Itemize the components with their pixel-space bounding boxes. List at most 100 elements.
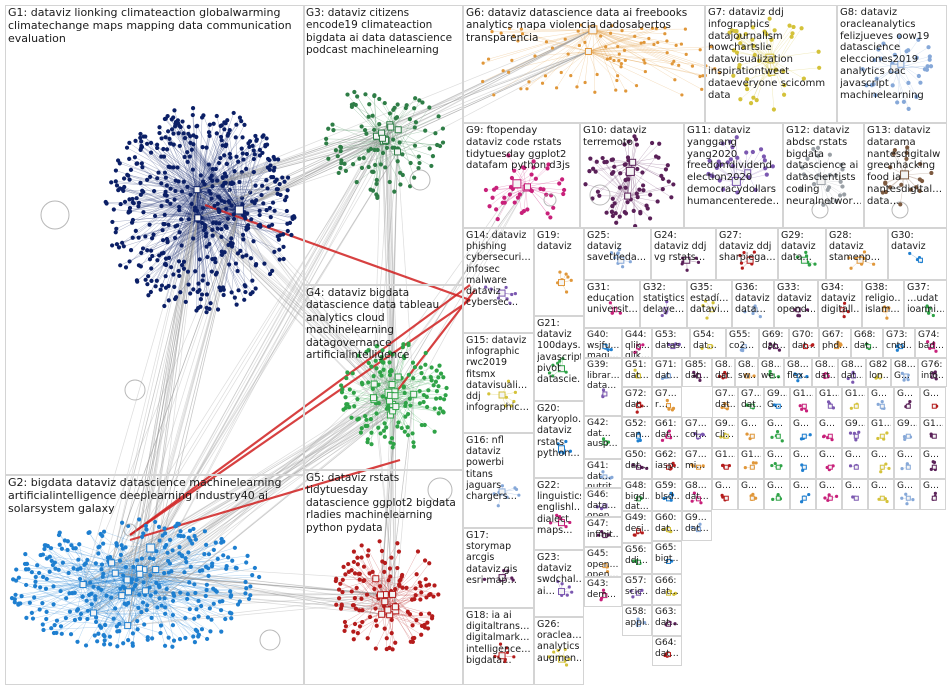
edge-g1: [124, 186, 198, 219]
node-g1: [276, 157, 281, 162]
node-g1: [204, 292, 210, 297]
group-label-g10: G10: dataviz terremoto: [583, 125, 647, 148]
edge-g2: [40, 554, 140, 569]
edge-g6: [513, 35, 589, 52]
edge-g2: [121, 568, 209, 596]
edge-g7: [752, 27, 771, 59]
node-g1: [128, 247, 134, 253]
edge-g1: [135, 189, 198, 232]
edge-g1-g4: [197, 217, 375, 400]
edge-g1: [197, 169, 270, 219]
edge-g1: [159, 209, 240, 256]
group-label-g90: G9… cli…: [715, 419, 735, 440]
edge-g1: [130, 189, 198, 251]
edge-g1: [196, 138, 267, 190]
edge-g2: [127, 579, 214, 589]
edge-g1-g4: [196, 189, 396, 396]
edge-g5: [354, 573, 393, 595]
edge-g10: [585, 183, 628, 197]
edge-g7: [733, 59, 772, 77]
edge-g1-g2: [128, 217, 199, 592]
edge-g3-g4: [381, 133, 391, 416]
edge-g1: [154, 190, 240, 211]
edge-g1: [115, 181, 198, 190]
edge-g2: [127, 547, 166, 626]
group-panel-g29: G29: dataviz data…: [778, 228, 826, 280]
edge-g2-g3: [150, 124, 391, 549]
edge-g5: [384, 593, 431, 602]
edge-g1-g2: [155, 209, 240, 570]
edge-g1: [196, 126, 199, 218]
edge-g6: [592, 29, 701, 77]
edge-g1: [162, 217, 198, 241]
edge-g2-g4: [128, 404, 393, 593]
group-label-g79: G7… mi…: [685, 450, 707, 471]
group-label-g65: G65: bigt…: [655, 543, 679, 564]
edge-g2-g4: [150, 414, 391, 549]
edge-g2: [74, 591, 129, 594]
edge-g1-g3: [196, 129, 399, 191]
edge-g3-g6: [398, 51, 589, 131]
edge-g1: [197, 217, 204, 276]
edge-g2: [25, 553, 128, 626]
edge-g1: [149, 209, 240, 260]
group-label-g105: G9…: [897, 419, 917, 429]
group-panel-g7: G7: dataviz ddj infographics datajournal…: [705, 5, 837, 123]
edge-g1: [196, 189, 293, 220]
edge-g1-g3: [239, 137, 383, 211]
edge-g1: [196, 189, 209, 284]
edge-g1: [116, 217, 198, 245]
group-label-g100: G…: [767, 419, 783, 429]
group-label-g67: G67: phd…: [822, 330, 848, 351]
group-label-g41: G41: dat… nutrit…: [587, 461, 619, 488]
edge-g2: [91, 569, 145, 605]
group-panel-g42: G42: dat… ausp…: [584, 416, 622, 459]
group-panel-g53: G53: datas…: [652, 328, 690, 358]
edge-g9: [508, 155, 528, 187]
edge-g6: [546, 29, 593, 43]
edge-g1: [138, 189, 198, 238]
edge-g3-g4: [389, 151, 398, 401]
edge-g1: [197, 217, 249, 226]
edge-g4-g5: [387, 395, 396, 611]
edge-g11: [736, 156, 765, 182]
group-panel-g34: G34: dataviz digitall…: [818, 280, 862, 328]
edge-g1: [141, 163, 198, 219]
edge-g1: [129, 189, 198, 212]
edge-g6: [588, 51, 673, 65]
edge-g6: [588, 28, 653, 52]
edge-g2: [93, 552, 189, 614]
edge-g1: [197, 217, 224, 288]
group-panel-g24: G24: dataviz ddj vg rstats…: [651, 228, 716, 280]
edge-g1: [196, 144, 268, 190]
group-label-g39: G39: librar… data…: [587, 360, 619, 392]
edge-g1: [197, 183, 230, 219]
edge-g1: [164, 194, 198, 219]
group-panel-g92: G9… G…: [764, 387, 790, 418]
edge-g2: [82, 584, 118, 627]
edge-g2: [121, 595, 220, 602]
group-panel-g65: G65: bigt…: [652, 541, 682, 574]
edge-g4: [343, 404, 393, 410]
edge-g5: [384, 601, 422, 615]
edge-g2-g3: [150, 151, 398, 549]
edge-g1: [239, 209, 295, 218]
edge-g6: [588, 51, 637, 86]
group-label-g80: G8… dat…: [841, 360, 863, 381]
edge-g2: [121, 570, 203, 596]
group-label-g35: G35: estadí… datavi…: [690, 282, 729, 316]
edge-g1: [141, 189, 198, 254]
edge-g1: [197, 117, 203, 218]
edge-g2: [127, 595, 152, 626]
group-label-g38: G38: religio… islam…: [865, 282, 901, 316]
edge-g2: [77, 562, 112, 642]
edge-g1-g3: [239, 139, 386, 211]
edge-g2: [65, 595, 122, 619]
edge-g4-g9: [413, 187, 527, 395]
edge-g5: [345, 574, 393, 595]
edge-g2: [61, 548, 145, 570]
group-label-g82: G82: lon…: [869, 360, 888, 381]
edge-g1-g6: [196, 51, 589, 191]
group-panel-g106: G76: info…: [918, 358, 947, 387]
edge-g1: [155, 209, 240, 217]
